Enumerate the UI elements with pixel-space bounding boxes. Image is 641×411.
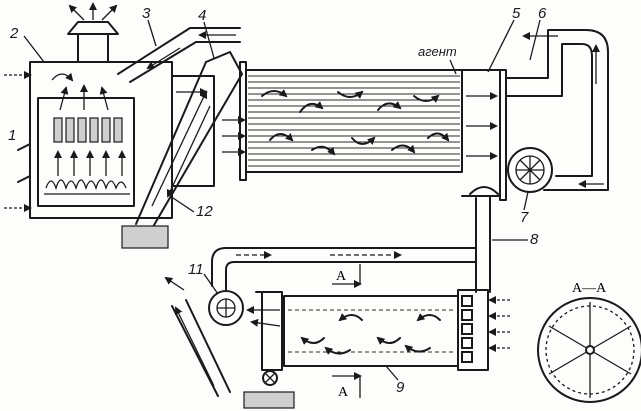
section-marker-top: A [336, 269, 347, 284]
furnace-grate [53, 117, 123, 143]
callout-1: 1 [8, 127, 16, 144]
hopper-bottom [243, 391, 295, 409]
furnace-flames [45, 179, 127, 191]
output-chute [164, 276, 295, 409]
drum-flow-arrows [261, 89, 450, 156]
section-marker-bottom: A [338, 385, 349, 400]
callout-4: 4 [198, 7, 206, 24]
callout-9: 9 [396, 379, 405, 396]
callout-11: 11 [188, 261, 204, 278]
callout-2: 2 [9, 25, 19, 42]
callout-3: 3 [142, 5, 151, 22]
drum-tube-bundle [248, 75, 460, 167]
furnace-up-arrows [54, 84, 126, 176]
cooler-drum-9: 9 [283, 289, 510, 396]
cooler-flow-arrows [300, 313, 441, 355]
callout-12: 12 [196, 203, 213, 220]
callout-7: 7 [520, 209, 529, 226]
section-view-title: A—A [572, 281, 607, 296]
section-line-a-a: A A [332, 264, 362, 400]
return-duct-3: 3 [117, 5, 241, 83]
outlet-duct [211, 247, 477, 297]
fan-7: 7 [507, 147, 553, 226]
elevator-12: 12 4 [121, 7, 243, 249]
callout-5: 5 [512, 5, 521, 22]
main-dryer-drum [222, 61, 463, 181]
callout-8: 8 [530, 231, 539, 248]
cooler-end-blocks [461, 295, 473, 363]
connecting-pipe-8: 8 [469, 186, 539, 293]
callout-6: 6 [538, 5, 547, 22]
section-view-a-a: A—A [537, 281, 641, 403]
section-vanes [548, 302, 632, 398]
hopper-top [121, 225, 169, 249]
agent-label: агент [418, 44, 457, 59]
hot-air-duct-6 [505, 29, 609, 191]
fan-11: 11 [188, 261, 281, 327]
furnace: 1 2 [4, 2, 173, 219]
chimney [67, 2, 119, 63]
discharge-chamber: агент 5 6 [418, 5, 547, 201]
